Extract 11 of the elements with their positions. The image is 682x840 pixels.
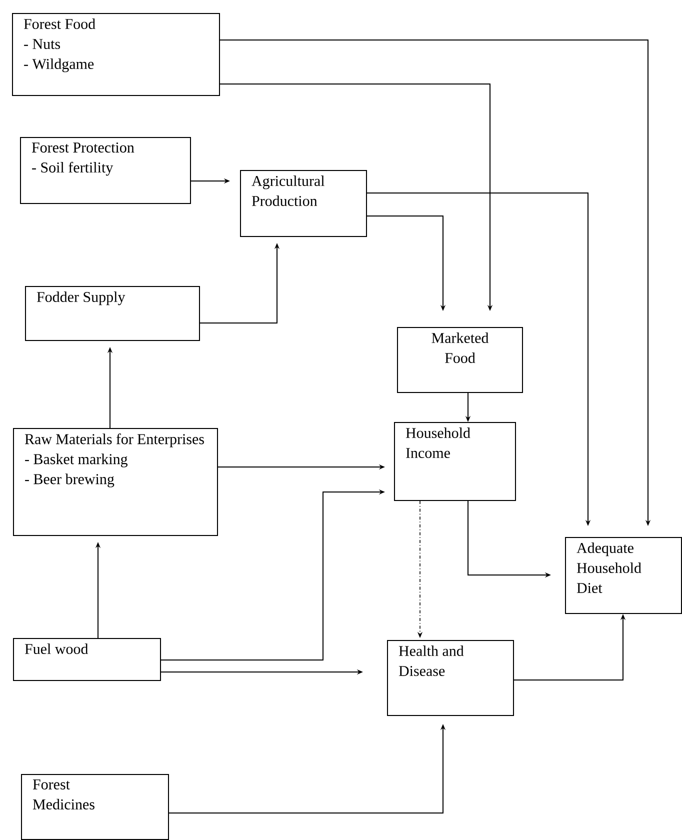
text-box: Agricultural Production [240,170,367,237]
text-box: Household Income [394,422,516,501]
text-box: Health and Disease [387,640,514,716]
text-box: Forest Food - Nuts - Wildgame [12,13,220,96]
text-box: Raw Materials for Enterprises - Basket marking - Beer brewing [13,428,218,536]
text-box: Forest Medicines [21,774,169,840]
text-box: Marketed Food [397,327,523,393]
text-box: Adequate Household Diet [565,537,682,614]
text-box: Fodder Supply [25,286,200,341]
text-box: Forest Protection - Soil fertility [20,137,191,204]
text-box: Fuel wood [13,638,161,681]
